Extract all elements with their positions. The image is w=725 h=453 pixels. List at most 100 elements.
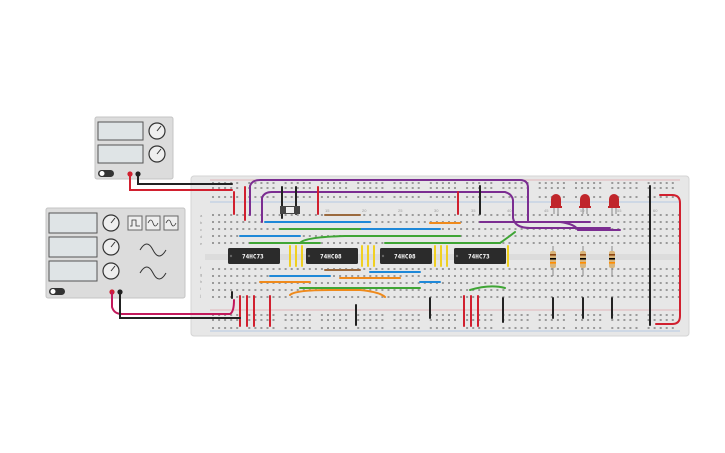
breadboard-hole[interactable] bbox=[629, 196, 632, 198]
breadboard-hole[interactable] bbox=[429, 182, 432, 184]
fg-power-switch[interactable] bbox=[49, 288, 65, 295]
breadboard-hole[interactable] bbox=[587, 296, 590, 298]
breadboard-hole[interactable] bbox=[508, 282, 511, 284]
breadboard-hole[interactable] bbox=[532, 268, 535, 270]
slide-switch[interactable] bbox=[280, 206, 300, 214]
breadboard-hole[interactable] bbox=[266, 187, 269, 189]
breadboard-hole[interactable] bbox=[526, 282, 529, 284]
breadboard-hole[interactable] bbox=[369, 314, 372, 316]
breadboard-hole[interactable] bbox=[611, 214, 614, 216]
breadboard-hole[interactable] bbox=[405, 282, 408, 284]
breadboard-hole[interactable] bbox=[659, 296, 662, 298]
function-generator[interactable] bbox=[45, 207, 186, 299]
breadboard-hole[interactable] bbox=[623, 242, 626, 244]
breadboard-hole[interactable] bbox=[623, 228, 626, 230]
breadboard-hole[interactable] bbox=[327, 314, 329, 316]
breadboard-hole[interactable] bbox=[556, 242, 559, 244]
breadboard-hole[interactable] bbox=[581, 235, 584, 237]
breadboard-hole[interactable] bbox=[556, 235, 559, 237]
breadboard-hole[interactable] bbox=[435, 289, 438, 291]
triangle-wave-button[interactable] bbox=[163, 215, 179, 231]
resistor-2[interactable] bbox=[580, 246, 586, 276]
breadboard-hole[interactable] bbox=[665, 289, 668, 291]
breadboard-hole[interactable] bbox=[593, 275, 596, 277]
breadboard-hole[interactable] bbox=[435, 214, 438, 216]
breadboard-hole[interactable] bbox=[514, 296, 517, 298]
resistor-3[interactable] bbox=[609, 246, 615, 276]
breadboard-hole[interactable] bbox=[302, 182, 305, 184]
breadboard-hole[interactable] bbox=[478, 314, 481, 316]
breadboard-hole[interactable] bbox=[611, 221, 614, 223]
breadboard-hole[interactable] bbox=[587, 275, 590, 277]
breadboard-hole[interactable] bbox=[248, 275, 251, 277]
breadboard-hole[interactable] bbox=[454, 319, 456, 321]
breadboard-hole[interactable] bbox=[387, 268, 390, 270]
breadboard-hole[interactable] bbox=[671, 275, 674, 277]
breadboard-hole[interactable] bbox=[363, 275, 366, 277]
breadboard-hole[interactable] bbox=[599, 214, 602, 216]
breadboard-hole[interactable] bbox=[665, 242, 668, 244]
breadboard-hole[interactable] bbox=[514, 289, 517, 291]
breadboard-hole[interactable] bbox=[393, 187, 396, 189]
breadboard-hole[interactable] bbox=[665, 187, 668, 189]
breadboard-hole[interactable] bbox=[562, 314, 565, 316]
breadboard-hole[interactable] bbox=[466, 235, 469, 237]
breadboard-hole[interactable] bbox=[653, 214, 656, 216]
breadboard-hole[interactable] bbox=[369, 282, 372, 284]
led-2[interactable] bbox=[579, 194, 591, 214]
breadboard-hole[interactable] bbox=[218, 319, 221, 321]
breadboard-hole[interactable] bbox=[665, 327, 668, 329]
breadboard-hole[interactable] bbox=[224, 221, 227, 223]
breadboard-hole[interactable] bbox=[363, 187, 366, 189]
breadboard-hole[interactable] bbox=[266, 296, 269, 298]
breadboard-hole[interactable] bbox=[405, 268, 408, 270]
breadboard-hole[interactable] bbox=[375, 242, 378, 244]
breadboard-hole[interactable] bbox=[320, 327, 323, 329]
breadboard-hole[interactable] bbox=[339, 314, 342, 316]
breadboard-hole[interactable] bbox=[278, 214, 281, 216]
sine-wave-button[interactable] bbox=[145, 215, 161, 231]
breadboard-hole[interactable] bbox=[472, 228, 475, 230]
breadboard-hole[interactable] bbox=[381, 187, 384, 189]
breadboard-hole[interactable] bbox=[617, 214, 620, 216]
breadboard-hole[interactable] bbox=[599, 319, 602, 321]
breadboard-hole[interactable] bbox=[587, 282, 590, 284]
breadboard-hole[interactable] bbox=[290, 182, 293, 184]
breadboard-hole[interactable] bbox=[623, 282, 626, 284]
breadboard-hole[interactable] bbox=[308, 182, 311, 184]
breadboard-hole[interactable] bbox=[248, 289, 251, 291]
breadboard-hole[interactable] bbox=[556, 275, 559, 277]
breadboard-hole[interactable] bbox=[242, 289, 245, 291]
breadboard-hole[interactable] bbox=[466, 275, 469, 277]
breadboard-hole[interactable] bbox=[593, 187, 596, 189]
breadboard-hole[interactable] bbox=[290, 196, 293, 198]
breadboard-hole[interactable] bbox=[357, 242, 360, 244]
breadboard-hole[interactable] bbox=[218, 196, 221, 198]
breadboard-hole[interactable] bbox=[484, 289, 487, 291]
breadboard-hole[interactable] bbox=[520, 275, 523, 277]
breadboard-hole[interactable] bbox=[599, 282, 602, 284]
breadboard-hole[interactable] bbox=[635, 221, 638, 223]
breadboard-hole[interactable] bbox=[441, 187, 444, 189]
breadboard-hole[interactable] bbox=[308, 235, 311, 237]
breadboard-hole[interactable] bbox=[472, 182, 475, 184]
breadboard-hole[interactable] bbox=[617, 268, 620, 270]
breadboard-hole[interactable] bbox=[484, 214, 487, 216]
breadboard-hole[interactable] bbox=[460, 289, 463, 291]
breadboard-hole[interactable] bbox=[581, 289, 584, 291]
breadboard-hole[interactable] bbox=[508, 296, 511, 298]
breadboard-hole[interactable] bbox=[284, 187, 287, 189]
breadboard-hole[interactable] bbox=[417, 296, 420, 298]
breadboard-hole[interactable] bbox=[369, 242, 372, 244]
breadboard-hole[interactable] bbox=[399, 314, 402, 316]
breadboard-hole[interactable] bbox=[647, 327, 650, 329]
breadboard-hole[interactable] bbox=[405, 327, 408, 329]
breadboard-hole[interactable] bbox=[381, 182, 384, 184]
breadboard-hole[interactable] bbox=[556, 282, 559, 284]
breadboard-hole[interactable] bbox=[544, 196, 547, 198]
breadboard-hole[interactable] bbox=[448, 296, 450, 298]
breadboard-hole[interactable] bbox=[562, 289, 565, 291]
breadboard-hole[interactable] bbox=[290, 296, 293, 298]
breadboard-hole[interactable] bbox=[520, 242, 523, 244]
breadboard-hole[interactable] bbox=[556, 314, 559, 316]
